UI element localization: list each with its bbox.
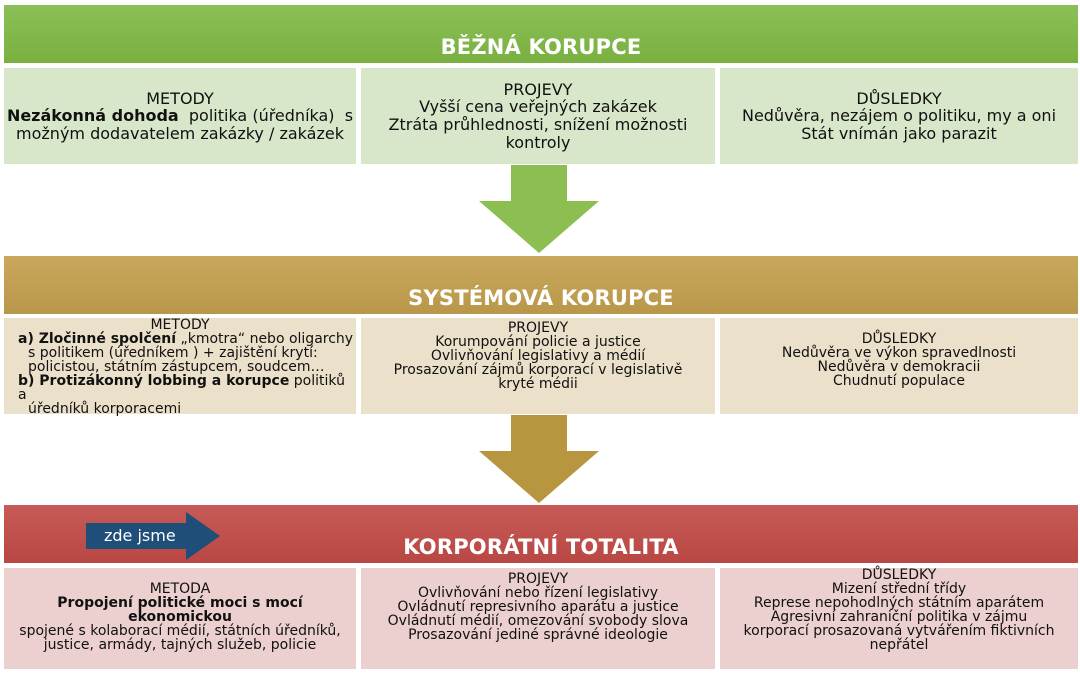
stage-1-title-band: BĚŽNÁ KORUPCE	[4, 5, 1078, 63]
stage-1-manifestations-header: PROJEVY	[503, 79, 573, 99]
right-arrow-icon	[86, 512, 220, 560]
stage-3-consequences-line: Agresivní zahraniční politika v zájmu	[770, 609, 1028, 625]
stage-1-manifestations-line: Vyšší cena veřejných zakázek	[419, 97, 657, 117]
stage-2-consequences-line: Chudnutí populace	[833, 373, 965, 389]
stage-2-methods-a-line-2: s politikem (úředníkem ) + zajištění kry…	[28, 345, 318, 361]
stage-2-methods-b-line-2: úředníků korporacemi	[28, 401, 182, 417]
stage-1-methods-line-1-rest: politika (úředníka) s	[178, 106, 354, 126]
stage-3-methods-line: spojené s kolaborací médií, státních úře…	[19, 623, 341, 639]
stage-3-manifestations-line: Prosazování jediné správné ideologie	[408, 627, 668, 643]
stage-2-methods-a-rest: „kmotra“ nebo oligarchy	[176, 331, 354, 347]
stage-2-manifestations-line: Korumpování policie a justice	[435, 334, 641, 350]
stage-1-title: BĚŽNÁ KORUPCE	[440, 35, 642, 59]
stage-2-manifestations-box: PROJEVY Korumpování policie a justice Ov…	[361, 318, 715, 414]
stage-3-manifestations-line: Ovládnutí represivního aparátu a justice	[397, 599, 679, 615]
you-are-here-arrow: zde jsme	[86, 512, 220, 560]
stage-1-methods-header: METODY	[146, 88, 214, 108]
stage-1-manifestations-line: Ztráta průhlednosti, snížení možnosti	[388, 115, 688, 134]
stage-1-methods-bold: Nezákonná dohoda	[6, 106, 179, 126]
stage-2-manifestations-line: kryté médii	[498, 376, 578, 392]
stage-1-consequences-header: DŮSLEDKY	[856, 88, 942, 108]
down-arrow-1	[479, 165, 599, 253]
stage-3-consequences-line: nepřátel	[869, 637, 929, 653]
stage-3-title: KORPORÁTNÍ TOTALITA	[403, 535, 679, 559]
stage-3-methods-bold-line: Propojení politické moci s mocí ekonomic…	[4, 596, 356, 624]
stage-3-consequences-box: DŮSLEDKY Mizení střední třídy Represe ne…	[720, 568, 1078, 669]
stage-2-methods-b-rest: politiků a	[18, 373, 345, 403]
stage-3-methods-header: METODA	[149, 581, 211, 597]
stage-3-manifestations-line: Ovlivňování nebo řízení legislativy	[417, 585, 659, 601]
stage-2-manifestations-line: Ovlivňování legislativy a médií	[430, 348, 646, 364]
stage-2-manifestations-header: PROJEVY	[507, 320, 569, 336]
stage-3-methods-bold: Propojení politické moci s mocí ekonomic…	[57, 595, 303, 625]
stage-3-manifestations-header: PROJEVY	[507, 571, 569, 587]
stage-3-consequences-header: DŮSLEDKY	[861, 567, 937, 583]
stage-1-manifestations-box: PROJEVY Vyšší cena veřejných zakázek Ztr…	[361, 68, 715, 164]
stage-2-consequences-header: DŮSLEDKY	[861, 331, 937, 347]
stage-2-methods-a-line-1: a) Zločinné spolčení „kmotra“ nebo oliga…	[4, 332, 356, 346]
stage-2-title-band: SYSTÉMOVÁ KORUPCE	[4, 256, 1078, 314]
stage-2-consequences-line: Nedůvěra v demokracii	[817, 359, 981, 375]
stage-2-title: SYSTÉMOVÁ KORUPCE	[408, 286, 674, 310]
stage-1-consequences-box: DŮSLEDKY Nedůvěra, nezájem o politiku, m…	[720, 68, 1078, 164]
down-arrow-2	[479, 415, 599, 503]
stage-2-manifestations-line: Prosazování zájmů korporací v legislativ…	[393, 362, 683, 378]
stage-1-consequences-line: Stát vnímán jako parazit	[801, 123, 997, 143]
stage-2-methods-a-bold: a) Zločinné spolčení	[18, 331, 177, 347]
stage-3-consequences-line: Mizení střední třídy	[831, 581, 967, 597]
stage-3-consequences-line: Represe nepohodlných státním aparátem	[753, 595, 1045, 611]
stage-1-methods-line-2: možným dodavatelem zakázky / zakázek	[16, 123, 344, 143]
stage-3-consequences-line: korporací prosazovaná vytvářením fiktivn…	[743, 623, 1055, 639]
stage-2-methods-b-line-1: b) Protizákonný lobbing a korupce politi…	[4, 374, 356, 402]
stage-3-manifestations-box: PROJEVY Ovlivňování nebo řízení legislat…	[361, 568, 715, 669]
stage-3-methods-box: METODA Propojení politické moci s mocí e…	[4, 568, 356, 669]
stage-2-methods-header: METODY	[150, 317, 210, 333]
stage-2-consequences-line: Nedůvěra ve výkon spravedlnosti	[781, 345, 1017, 361]
stage-1-methods-box: METODY Nezákonná dohoda politika (úřední…	[4, 68, 356, 164]
stage-2-methods-a-line-3: policistou, státním zástupcem, soudcem…	[28, 359, 325, 375]
you-are-here-label: zde jsme	[104, 526, 176, 545]
stage-2-methods-b-bold: b) Protizákonný lobbing a korupce	[18, 373, 290, 389]
stage-2-methods-box: METODY a) Zločinné spolčení „kmotra“ neb…	[4, 317, 356, 417]
stage-3-manifestations-line: Ovládnutí médií, omezování svobody slova	[387, 613, 689, 629]
stage-1-consequences-line: Nedůvěra, nezájem o politiku, my a oni	[741, 106, 1057, 126]
stage-1-methods-line-1: Nezákonná dohoda politika (úředníka) s	[7, 107, 353, 125]
stage-3-methods-line: justice, armády, tajných služeb, policie	[43, 637, 317, 653]
stage-1-manifestations-line: kontroly	[505, 132, 571, 152]
stage-2-consequences-box: DŮSLEDKY Nedůvěra ve výkon spravedlnosti…	[720, 318, 1078, 414]
